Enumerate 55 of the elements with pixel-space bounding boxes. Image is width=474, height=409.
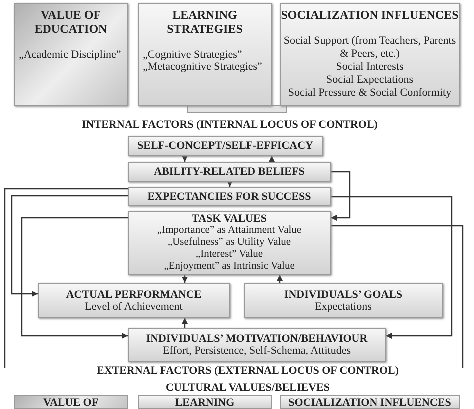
arrow: [21, 217, 128, 339]
arrow: [182, 318, 188, 328]
arrow: [269, 156, 275, 162]
box-text: „Enjoyment” as Intrinsic Value: [164, 261, 295, 273]
process-box: [128, 187, 331, 206]
box-heading: ACTUAL PERFORMANCE: [66, 288, 202, 300]
arrow: [227, 181, 233, 187]
box-heading: VALUE OF: [43, 397, 99, 409]
box-text: „Usefulness” as Utility Value: [168, 237, 292, 249]
arrow: [182, 275, 188, 283]
box-heading: INDIVIDUALS’ MOTIVATION/BEHAVIOUR: [146, 333, 368, 345]
box-heading: LEARNING STRATEGIES: [166, 8, 244, 36]
process-box: [280, 395, 460, 409]
arrow: [331, 196, 453, 339]
process-box: [138, 3, 272, 106]
box-text: Level of Achievement: [85, 300, 183, 312]
connector-line: [331, 225, 464, 368]
box-text: Social Support (from Teachers, Parents & Peers, etc.): [282, 35, 458, 61]
box-text: Effort, Persistence, Self-Schema, Attitudes: [163, 345, 351, 357]
section-label: INTERNAL FACTORS (INTERNAL LOCUS OF CONTROL): [82, 119, 378, 131]
box-text: „Cognitive Strategies”: [142, 49, 242, 61]
arrow: [11, 195, 128, 297]
box-text: Social Pressure & Social Conformity: [288, 87, 452, 100]
box-heading: TASK VALUES: [192, 213, 267, 225]
box-text: „Metacognitive Strategies”: [142, 61, 262, 73]
box-heading: INDIVIDUALS’ GOALS: [284, 288, 403, 300]
box-text: „Importance” as Attainment Value: [157, 225, 302, 237]
box-text: Expectations: [315, 300, 372, 312]
box-heading: VALUE OF EDUCATION: [34, 8, 108, 36]
box-text: Social Interests: [336, 61, 404, 74]
box-heading: SELF-CONCEPT/SELF-EFFICACY: [137, 140, 314, 152]
process-box: [244, 283, 443, 318]
box-text: „Academic Discipline”: [18, 49, 122, 61]
process-box: [128, 211, 331, 275]
box-heading: LEARNING: [175, 397, 235, 409]
box-heading: ABILITY-RELATED BELIEFS: [154, 166, 305, 178]
process-box: [138, 395, 272, 409]
process-box: [280, 3, 460, 106]
box-text: Social Expectations: [326, 74, 414, 87]
process-box: [128, 136, 323, 156]
arrow: [331, 171, 351, 221]
section-label: EXTERNAL FACTORS (EXTERNAL LOCUS OF CONTROL): [96, 365, 400, 377]
box-heading: SOCIALIZATION INFLUENCES: [281, 8, 459, 22]
process-box: [14, 395, 128, 409]
box-heading: EXPECTANCIES FOR SUCCESS: [148, 190, 312, 202]
connector-line: [4, 188, 128, 368]
box-text: „Interest” Value: [196, 249, 264, 261]
box-heading: SOCIALIZATION INFLUENCES: [288, 397, 452, 409]
section-label: CULTURAL VALUES/BELIEVES: [166, 382, 330, 394]
process-box: [128, 328, 386, 362]
arrow: [277, 275, 283, 283]
process-box: [14, 3, 128, 106]
process-box: [38, 283, 230, 318]
process-box: [128, 162, 331, 182]
arrow: [182, 156, 188, 162]
